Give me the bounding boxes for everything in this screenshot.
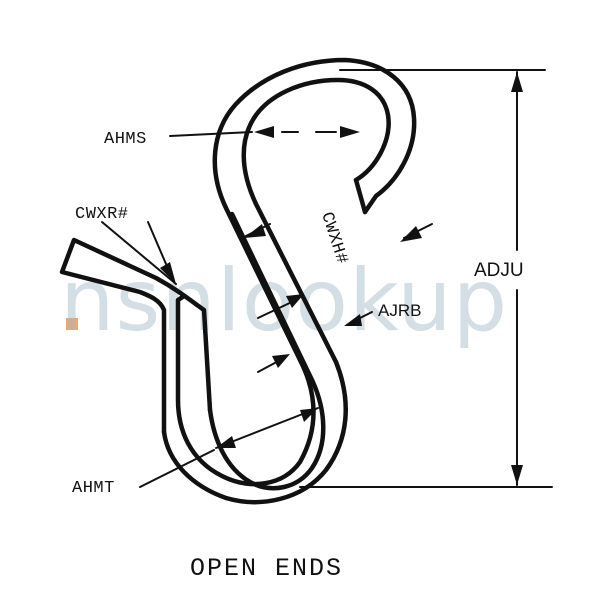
ahmt-arrow-right — [300, 408, 318, 422]
ahms-arrow-left — [254, 126, 274, 138]
label-adju: ADJU — [474, 260, 524, 281]
upper-hook-outer — [175, 57, 417, 487]
label-ajrb: AJRB — [378, 301, 421, 320]
cwxr-arrow — [160, 262, 176, 284]
ahmt-arrow-left — [216, 436, 236, 448]
cwxr-leader — [101, 221, 177, 285]
dimensions — [101, 69, 553, 488]
watermark-dot — [66, 318, 78, 330]
s-hook-outline — [59, 57, 417, 505]
upper-tip — [353, 177, 368, 215]
label-cwxr: CWXR# — [75, 205, 129, 224]
lower-tail-outer — [59, 237, 213, 435]
adju-arrow-bottom — [511, 465, 523, 485]
ahmt-leader — [139, 449, 215, 488]
cwxh-arrow-right — [400, 226, 422, 242]
label-ahmt: AHMT — [72, 479, 115, 498]
ahms-leader — [169, 131, 253, 137]
ajrb-arrow-tip — [344, 314, 362, 326]
ajrb-arrow-upper — [286, 294, 304, 308]
lower-tail-inner — [207, 211, 326, 491]
ajrb-arrow-lower — [272, 354, 290, 368]
label-ahms: AHMS — [104, 130, 147, 149]
cwxh-arrow-left — [244, 224, 266, 238]
ahms-arrow-right — [340, 126, 360, 138]
diagram-caption: OPEN ENDS — [190, 554, 343, 583]
upper-hook-inner — [161, 77, 391, 505]
adju-arrow-top — [511, 72, 523, 92]
